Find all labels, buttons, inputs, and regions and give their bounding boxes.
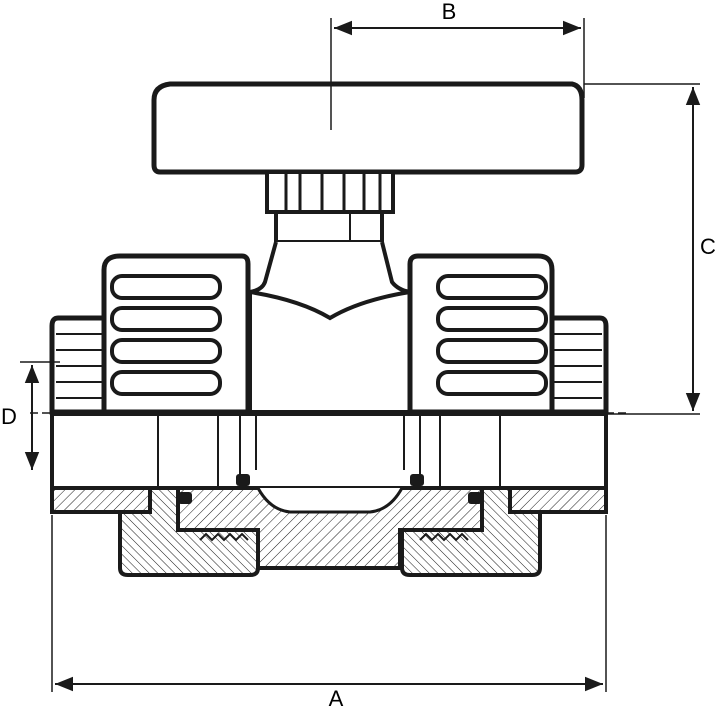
extension-lines [20,18,700,692]
stem [265,170,395,244]
right-end-connector [549,315,609,415]
cross-section [50,474,608,577]
right-union-nut [407,253,555,415]
handle [151,81,585,175]
dimension-a-label: A [329,686,344,711]
dimension-b-label: B [442,0,457,24]
dimension-d-label: D [1,404,17,429]
dimension-lines [24,20,701,692]
dimension-c-label: C [700,234,716,259]
left-end-connector [49,315,107,415]
body-center [248,241,412,414]
bore-section [50,412,608,490]
left-union-nut [101,253,251,415]
